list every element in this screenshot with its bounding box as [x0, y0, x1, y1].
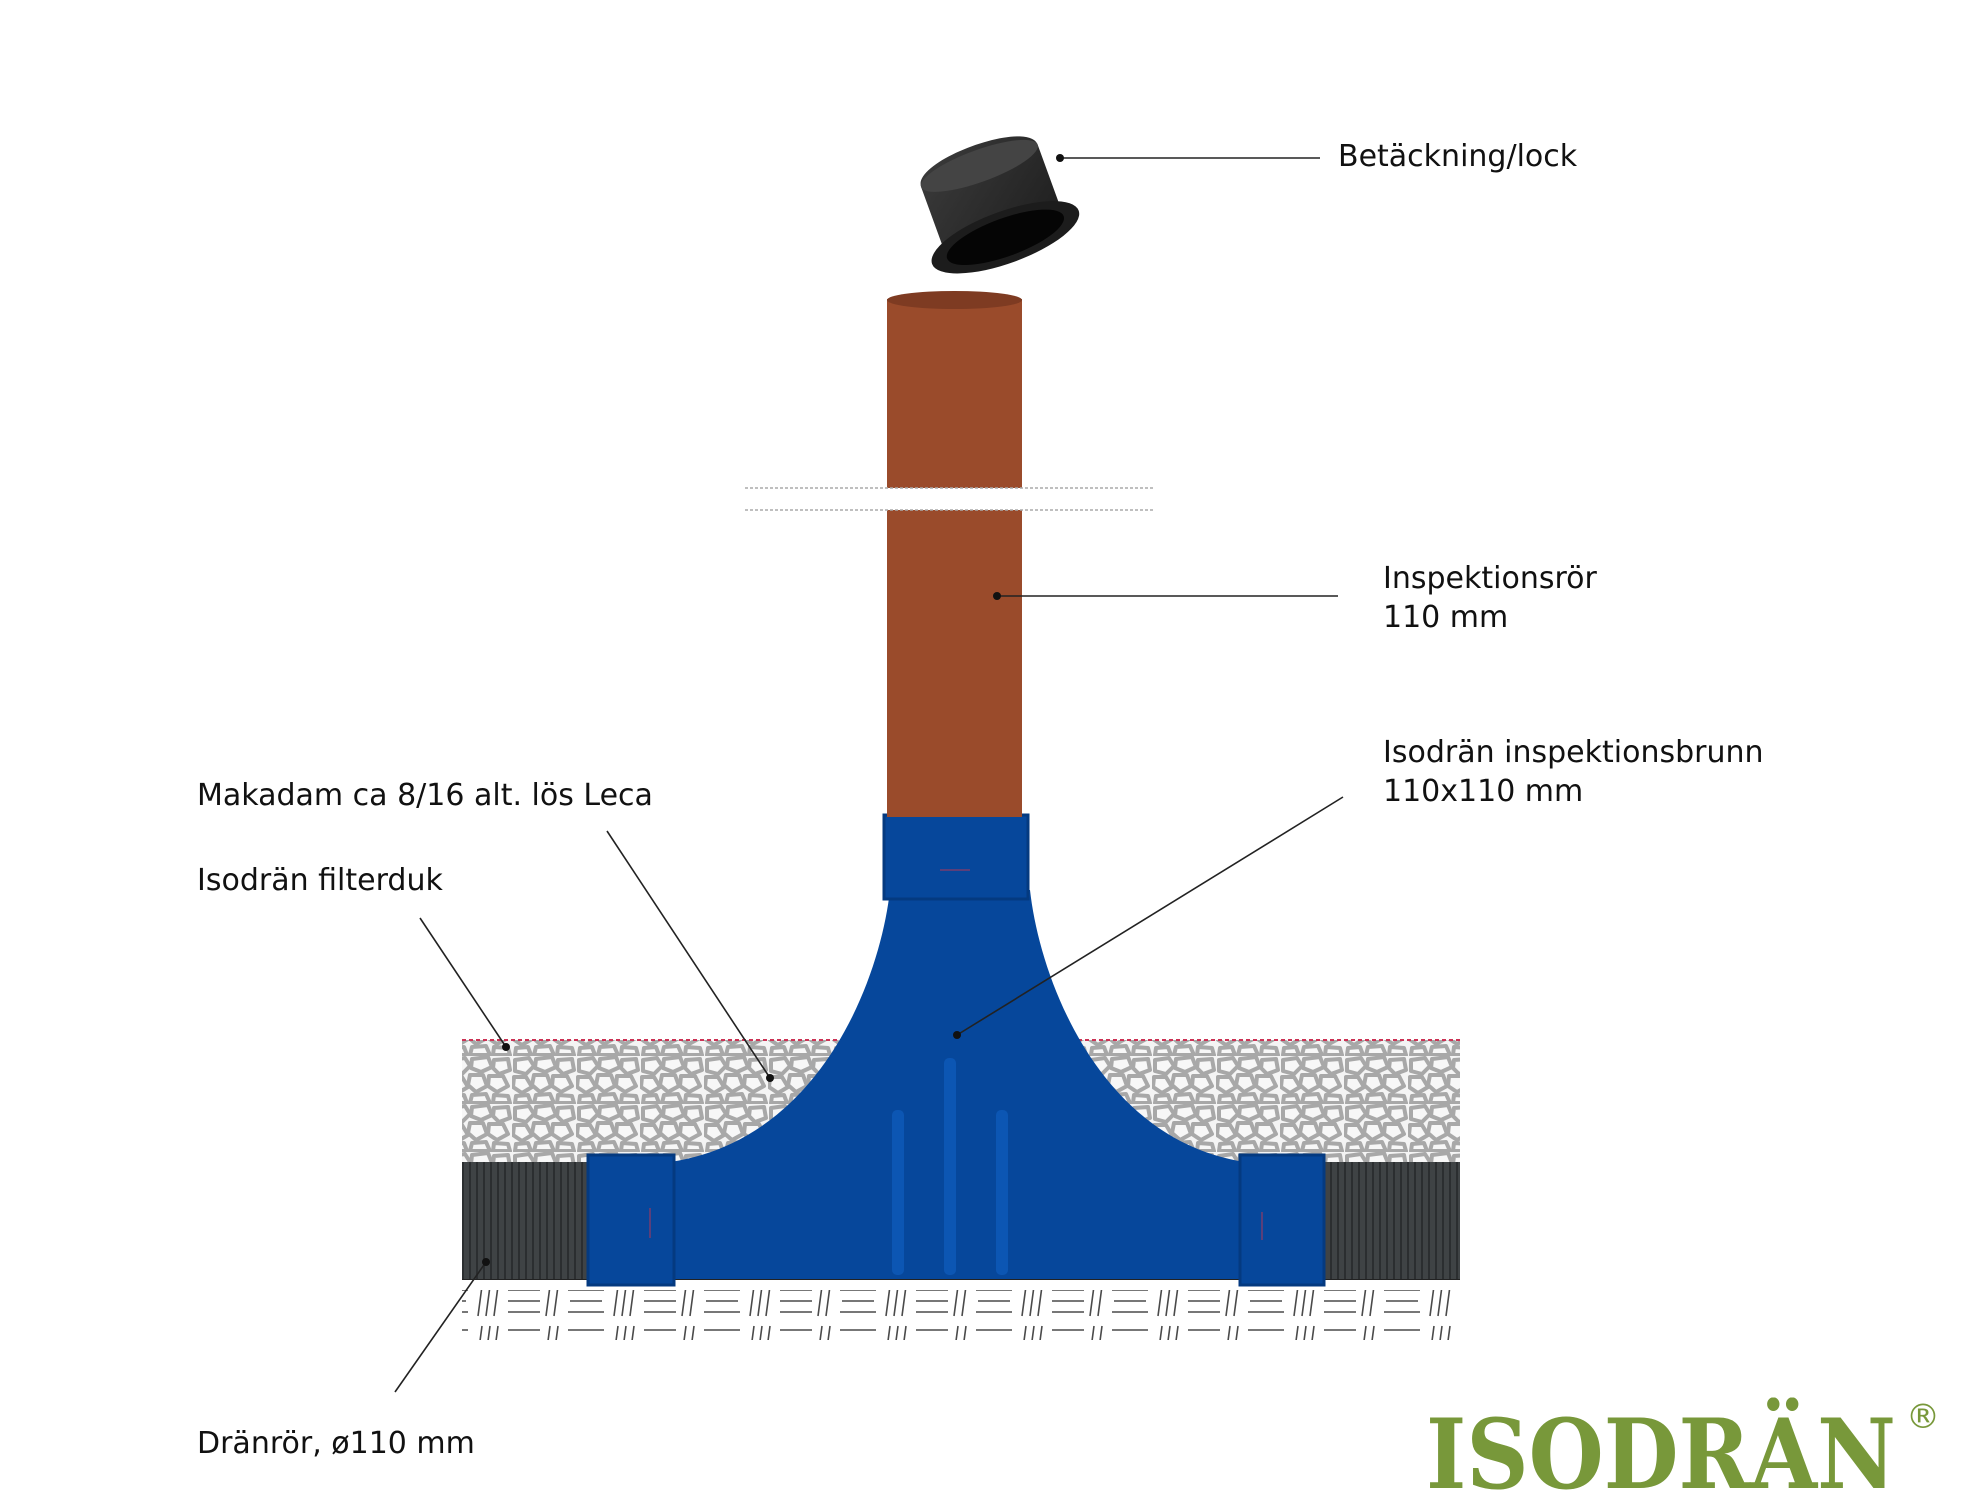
well-ridge [996, 1110, 1008, 1275]
dot-filter [502, 1043, 510, 1051]
label-well-line2: 110x110 mm [1383, 774, 1584, 809]
dot-well [953, 1031, 961, 1039]
well-ridge [892, 1110, 904, 1275]
soil-hatch [462, 1290, 1460, 1340]
dot-cover [1056, 154, 1064, 162]
inspection-pipe [887, 299, 1022, 817]
drain-pipe-left [462, 1162, 588, 1279]
label-filter: Isodrän filterduk [197, 863, 443, 898]
leader-drain-pipe [394, 1261, 487, 1393]
isodran-logo: ISODRÄN ® [1426, 1397, 1940, 1500]
lid-icon [920, 136, 1080, 274]
label-drain-pipe: Dränrör, ø110 mm [197, 1426, 475, 1461]
leader-filter [419, 917, 507, 1048]
pipe-break [745, 488, 1155, 510]
well-ridge [944, 1058, 956, 1275]
leader-well [956, 796, 1344, 1036]
dot-gravel [766, 1074, 774, 1082]
dot-inspection-pipe [993, 592, 1001, 600]
logo-registered-mark: ® [1906, 1397, 1940, 1437]
well-socket-right [1238, 1153, 1326, 1287]
leader-gravel [606, 830, 771, 1079]
inspection-pipe-top [887, 291, 1022, 309]
drain-pipe-right [1322, 1162, 1460, 1279]
well-socket-top [882, 813, 1030, 901]
dot-drain-pipe [482, 1258, 490, 1266]
logo-text: ISODRÄN [1426, 1398, 1896, 1500]
label-inspection-pipe-line2: 110 mm [1383, 600, 1509, 635]
well-socket-left [586, 1153, 676, 1287]
label-cover: Betäckning/lock [1338, 139, 1578, 174]
label-gravel: Makadam ca 8/16 alt. lös Leca [197, 778, 653, 813]
label-inspection-pipe-line1: Inspektionsrör [1383, 561, 1597, 596]
label-well-line1: Isodrän inspektionsbrunn [1383, 735, 1764, 770]
inspection-well-body [670, 890, 1245, 1279]
